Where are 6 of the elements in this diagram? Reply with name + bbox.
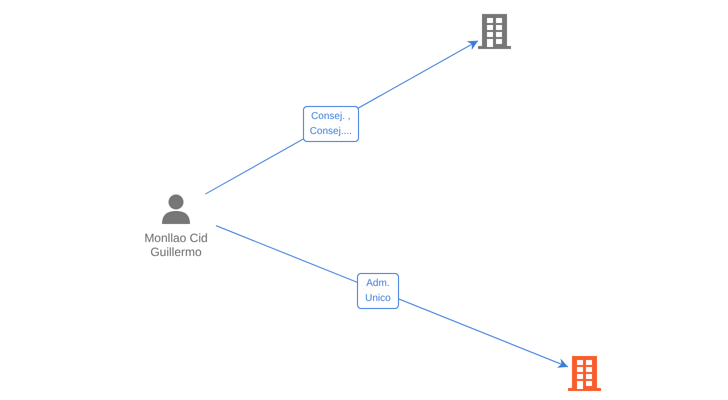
edge-label: Consej. , Consej....: [302, 106, 359, 142]
edge-label: Adm. Unico: [356, 272, 399, 309]
building-icon: [568, 356, 601, 391]
arrow: [216, 225, 568, 368]
building-icon: [478, 14, 511, 49]
person-name: Monllao Cid Guillermo: [143, 231, 209, 259]
